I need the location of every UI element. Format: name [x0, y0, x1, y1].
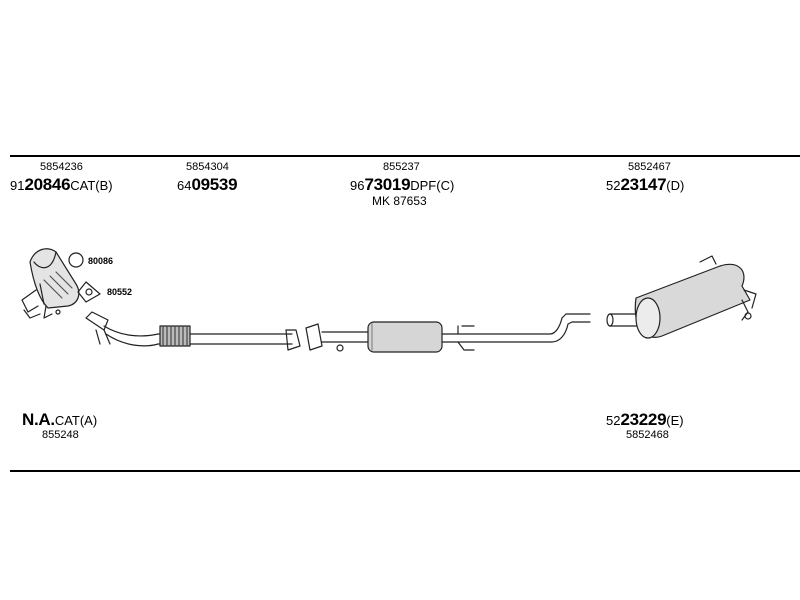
part-dpf-c-mk: MK 87653 — [372, 194, 427, 208]
part-dpf-c-main: 73019 — [364, 175, 411, 194]
part-dpf-c-suffix: DPF(C) — [410, 178, 455, 193]
part-pipe-code[interactable]: 6409539 — [177, 175, 238, 195]
gasket-part[interactable] — [77, 281, 101, 303]
part-cat-a-main: N.A. — [22, 410, 55, 429]
part-cat-a-ref: 855248 — [42, 429, 79, 441]
part-dpf-c-prefix: 96 — [350, 178, 365, 193]
part-tailpipe-e-ref: 5852468 — [626, 429, 669, 441]
part-tailpipe-e-prefix: 52 — [606, 413, 621, 428]
ring-part[interactable] — [68, 252, 84, 268]
part-pipe-prefix: 64 — [177, 178, 192, 193]
part-cat-b-suffix: CAT(B) — [70, 178, 113, 193]
part-cat-b-code[interactable]: 9120846CAT(B) — [10, 175, 113, 195]
part-cat-b-ref: 5854236 — [40, 161, 83, 173]
part-muffler-d-suffix: (D) — [666, 178, 685, 193]
part-dpf-c-ref: 855237 — [383, 161, 420, 173]
part-muffler-d-ref: 5852467 — [628, 161, 671, 173]
catalyst-a-drawing[interactable] — [21, 248, 80, 319]
part-tailpipe-e-main: 23229 — [620, 410, 667, 429]
part-muffler-d-code[interactable]: 5223147(D) — [606, 175, 684, 195]
part-cat-b-main: 20846 — [24, 175, 71, 194]
muffler-d-drawing[interactable] — [606, 255, 757, 339]
small-part-ring-code[interactable]: 80086 — [88, 256, 114, 266]
dpf-c-drawing[interactable] — [305, 313, 591, 353]
front-pipe-drawing[interactable] — [85, 311, 301, 351]
part-tailpipe-e-suffix: (E) — [666, 413, 684, 428]
part-cat-a-code[interactable]: N.A.CAT(A) — [22, 410, 97, 430]
small-part-gasket-code[interactable]: 80552 — [107, 287, 133, 297]
part-pipe-main: 09539 — [191, 175, 238, 194]
part-muffler-d-prefix: 52 — [606, 178, 621, 193]
top-divider — [10, 155, 800, 157]
part-cat-a-suffix: CAT(A) — [54, 413, 98, 428]
part-cat-b-prefix: 91 — [10, 178, 25, 193]
part-dpf-c-code[interactable]: 9673019DPF(C) — [350, 175, 454, 195]
part-muffler-d-main: 23147 — [620, 175, 667, 194]
bottom-divider — [10, 470, 800, 472]
part-tailpipe-e-code[interactable]: 5223229(E) — [606, 410, 684, 430]
part-pipe-ref: 5854304 — [186, 161, 229, 173]
